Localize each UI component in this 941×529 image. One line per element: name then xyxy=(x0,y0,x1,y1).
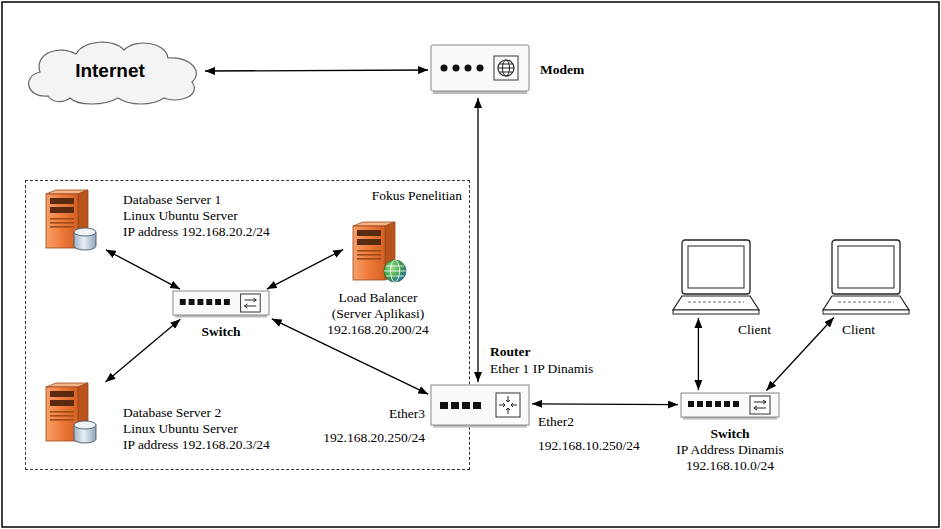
device-label: Client xyxy=(738,322,771,338)
device-label: Switch xyxy=(201,324,240,340)
device-label: Database Server 1Linux Ubuntu ServerIP a… xyxy=(123,192,270,240)
switch-icon xyxy=(172,290,270,318)
network-switch: SwitchIP Address Dinamis192.168.10.0/24 xyxy=(680,392,780,420)
device-label: Modem xyxy=(540,62,584,78)
client-laptop: Client xyxy=(822,238,910,316)
laptop-icon xyxy=(672,238,760,316)
modem-icon xyxy=(430,44,530,96)
network-switch: Switch xyxy=(172,290,270,318)
switch-icon xyxy=(680,392,780,420)
connector-arrow xyxy=(698,318,699,390)
interface-name: Ether2 xyxy=(538,414,574,430)
database-server: Database Server 1Linux Ubuntu ServerIP a… xyxy=(38,188,104,252)
device-label: Switch xyxy=(710,426,749,442)
device-label: Internet xyxy=(75,59,145,82)
router-icon xyxy=(430,384,530,428)
device-label: Database Server 2Linux Ubuntu ServerIP a… xyxy=(123,405,270,453)
connector-arrow xyxy=(205,69,428,71)
database-server: Database Server 2Linux Ubuntu ServerIP a… xyxy=(38,380,104,446)
server-icon xyxy=(345,218,411,286)
device-label: Router xyxy=(490,344,531,360)
connector-arrow xyxy=(532,403,678,405)
ip-address: 192.168.10.250/24 xyxy=(538,438,640,454)
region-label: Fokus Penelitian xyxy=(372,188,462,204)
internet-cloud: Internet xyxy=(18,36,203,106)
client-laptop: Client xyxy=(672,238,760,316)
connector-arrow xyxy=(106,250,180,289)
load-balancer-server: Load Balancer(Server Aplikasi)192.168.20… xyxy=(345,218,411,286)
device-detail: Ether 1 IP Dinamis xyxy=(490,361,593,377)
connector-arrow xyxy=(272,319,428,394)
interface-name: Ether3 xyxy=(389,406,425,422)
ip-address: 192.168.20.250/24 xyxy=(323,430,425,446)
router-device: RouterEther 1 IP Dinamis xyxy=(430,384,530,428)
connector-arrow xyxy=(477,98,478,382)
research-focus-region: Fokus Penelitian Database Server 1Linux U… xyxy=(25,180,470,470)
connector-arrow xyxy=(267,250,343,290)
modem-device: Modem xyxy=(430,44,530,96)
connector-arrow xyxy=(106,319,181,382)
device-label: Load Balancer(Server Aplikasi)192.168.20… xyxy=(327,290,429,338)
device-label: Client xyxy=(842,322,875,338)
device-detail: IP Address Dinamis192.168.10.0/24 xyxy=(676,442,784,474)
server-icon xyxy=(38,380,104,446)
connector-arrow xyxy=(766,317,833,390)
server-icon xyxy=(38,188,104,252)
laptop-icon xyxy=(822,238,910,316)
